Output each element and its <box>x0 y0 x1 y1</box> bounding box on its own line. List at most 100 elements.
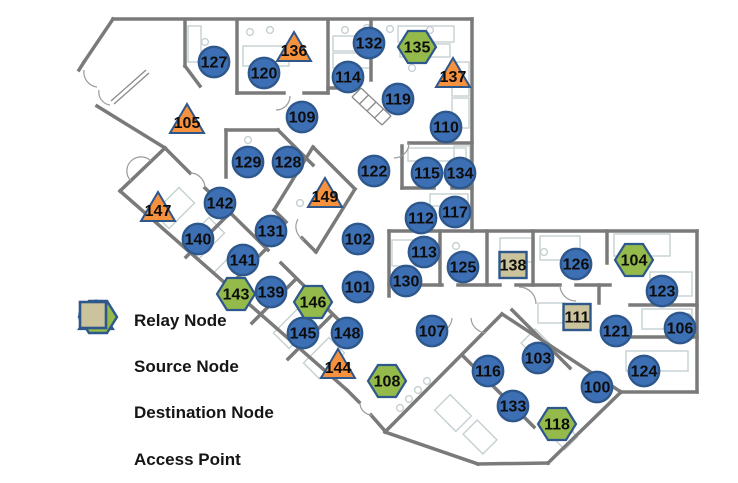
wall <box>368 412 388 434</box>
relay-shape <box>231 145 265 179</box>
relay-node-141: 141 <box>226 243 260 277</box>
relay-shape <box>203 186 237 220</box>
rails-layer <box>110 69 392 126</box>
stair-rail <box>359 94 369 105</box>
wall <box>344 387 362 405</box>
node-id-label: 104 <box>621 253 648 270</box>
node-id-label: 148 <box>334 326 361 343</box>
access-node-111: 111 <box>562 302 592 332</box>
door-arc <box>126 156 152 182</box>
furniture-dot <box>265 25 275 35</box>
node-id-label: 143 <box>223 287 250 304</box>
wall <box>382 429 481 467</box>
node-id-label: 120 <box>251 66 278 83</box>
source-shape <box>319 347 357 379</box>
furniture-dot <box>451 241 461 251</box>
source-node-149: 149 <box>306 176 344 208</box>
node-id-label: 124 <box>631 364 658 381</box>
node-id-label: 118 <box>544 417 570 434</box>
relay-shape <box>404 201 438 235</box>
node-id-label: 127 <box>201 55 228 72</box>
relay-node-117: 117 <box>438 195 472 229</box>
relay-node-148: 148 <box>330 316 364 350</box>
relay-node-126: 126 <box>559 247 593 281</box>
access-node-138: 138 <box>498 250 528 280</box>
relay-node-107: 107 <box>415 314 449 348</box>
relay-shape <box>415 314 449 348</box>
relay-shape <box>330 316 364 350</box>
node-id-label: 132 <box>356 36 383 53</box>
furniture-dot <box>245 27 255 37</box>
door-arc <box>470 317 487 334</box>
relay-node-132: 132 <box>352 26 386 60</box>
relay-shape <box>663 311 697 345</box>
wall <box>81 16 116 65</box>
source-shape <box>434 56 472 88</box>
relay-shape <box>285 100 319 134</box>
relay-node-139: 139 <box>254 275 288 309</box>
furniture-dot <box>404 394 414 404</box>
source-node-136: 136 <box>275 30 313 62</box>
legend-label-relay: Relay Node <box>134 311 227 330</box>
source-node-105: 105 <box>168 102 206 134</box>
door-arc <box>393 142 410 159</box>
furniture-dot <box>395 403 405 413</box>
relay-shape <box>226 243 260 277</box>
node-id-label: 122 <box>361 164 388 181</box>
legend-label-access: Access Point <box>134 450 241 469</box>
destination-node-135: 135 <box>396 29 438 65</box>
node-id-label: 108 <box>374 374 401 391</box>
door-arc <box>295 218 305 241</box>
node-id-label: 138 <box>500 258 527 275</box>
node-id-label: 145 <box>290 326 317 343</box>
node-id-label: 109 <box>289 110 316 127</box>
stair-rail <box>374 108 384 119</box>
relay-shape <box>627 354 661 388</box>
relay-shape <box>645 274 679 308</box>
door-arc <box>275 95 291 111</box>
door-arc <box>189 172 206 189</box>
wall <box>509 307 573 371</box>
relay-node-109: 109 <box>285 100 319 134</box>
wall <box>310 144 358 192</box>
node-id-label: 121 <box>603 324 630 341</box>
node-id-label: 103 <box>525 351 552 368</box>
relay-shape <box>410 156 444 190</box>
destination-shape <box>366 363 408 399</box>
nodes-layer: 1001011021031041051061071081091101111121… <box>139 26 697 442</box>
relay-shape <box>471 354 505 388</box>
node-id-label: 111 <box>565 310 590 327</box>
relay-node-112: 112 <box>404 201 438 235</box>
wall <box>271 144 316 213</box>
node-id-label: 135 <box>404 40 431 57</box>
node-id-label: 131 <box>258 224 285 241</box>
relay-shape <box>271 145 305 179</box>
legend-label-source: Source Node <box>134 357 239 376</box>
node-id-label: 134 <box>447 166 474 183</box>
relay-shape <box>254 275 288 309</box>
node-id-label: 114 <box>335 70 361 87</box>
destination-shape <box>215 276 257 312</box>
legend-item-access: Access Point <box>76 300 274 483</box>
relay-node-113: 113 <box>407 235 441 269</box>
relay-shape <box>357 154 391 188</box>
node-id-label: 116 <box>475 364 501 381</box>
relay-node-106: 106 <box>663 311 697 345</box>
node-id-label: 141 <box>230 253 257 270</box>
node-id-label: 100 <box>584 380 611 397</box>
node-id-label: 105 <box>174 115 201 132</box>
node-id-label: 137 <box>440 69 467 86</box>
door-arc <box>559 284 577 302</box>
relay-node-128: 128 <box>271 145 305 179</box>
relay-node-130: 130 <box>389 264 423 298</box>
node-id-label: 129 <box>235 155 262 172</box>
furniture <box>539 235 581 261</box>
relay-node-115: 115 <box>410 156 444 190</box>
relay-node-110: 110 <box>429 110 463 144</box>
node-id-label: 115 <box>414 166 440 183</box>
relay-node-122: 122 <box>357 154 391 188</box>
node-id-label: 117 <box>442 205 468 222</box>
furniture-dot <box>200 37 210 47</box>
node-id-label: 130 <box>393 274 420 291</box>
node-id-label: 102 <box>345 232 372 249</box>
